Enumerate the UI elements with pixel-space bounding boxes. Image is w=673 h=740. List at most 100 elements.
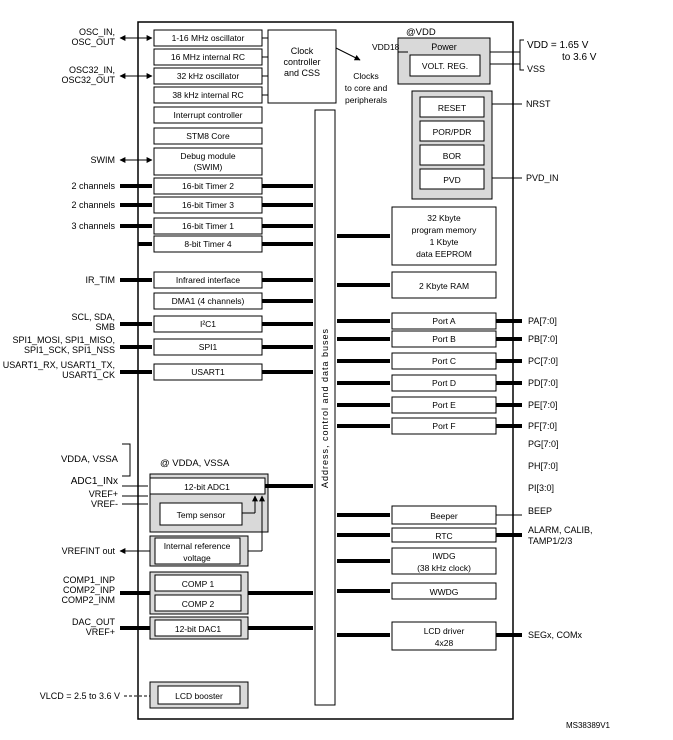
label-flash-1: 32 Kbyte [427, 213, 461, 223]
pin-pvd-in: PVD_IN [526, 173, 559, 183]
pin-swim: SWIM [91, 155, 116, 165]
block-temp [159, 502, 243, 526]
label-flash-4: data EEPROM [416, 249, 472, 259]
block-interrupt [153, 106, 263, 124]
pin-vref-plus: VREF+ [89, 489, 118, 499]
label-stm8: STM8 Core [186, 131, 230, 141]
label-clocks-3: peripherals [345, 95, 387, 105]
block-stm8 [153, 127, 263, 145]
pin-port: PE[7:0] [528, 400, 558, 410]
pin-adc-in: ADC1_INx [71, 476, 118, 487]
label-vss: VSS [527, 64, 545, 74]
label-lcd-driver-1: LCD driver [424, 626, 465, 636]
label-dac: 12-bit DAC1 [175, 624, 222, 634]
block-comp2 [154, 594, 242, 612]
label-at-vdd: @VDD [406, 27, 436, 38]
block-debug [153, 147, 263, 176]
block-flash [391, 206, 497, 266]
pin-i2c-2: SMB [95, 322, 115, 332]
label-timer: 16-bit Timer 1 [182, 221, 234, 231]
pin-comp1-inp: COMP1_INP [63, 575, 115, 585]
pin-osc-out: OSC_OUT [71, 37, 115, 47]
label-debug-2: (SWIM) [194, 162, 223, 172]
label-iref-1: Internal reference [164, 541, 231, 551]
power-bracket [519, 39, 524, 71]
label-hsi: 16 MHz internal RC [171, 52, 245, 62]
figure-id: MS38389V1 [566, 721, 611, 730]
block-por [419, 120, 485, 142]
label-port: Port D [432, 378, 456, 388]
label-vdd-range-1: VDD = 1.65 V [527, 40, 589, 51]
label-vlcd: VLCD = 2.5 to 3.6 V [40, 691, 120, 701]
label-interrupt: Interrupt controller [174, 110, 243, 120]
label-power: Power [431, 42, 457, 52]
pin-port: PC[7:0] [528, 356, 558, 366]
block-pvd [419, 168, 485, 190]
label-lcd-driver-2: 4x28 [435, 638, 454, 648]
block-iref [154, 537, 241, 565]
label-pvd: PVD [443, 175, 460, 185]
pin-pi: PI[3:0] [528, 483, 554, 493]
pin-comp2-inm: COMP2_INM [61, 595, 115, 605]
label-clocks-1: Clocks [353, 71, 379, 81]
pin-port: PD[7:0] [528, 378, 558, 388]
label-vdda-vssa: VDDA, VSSA [61, 454, 119, 465]
label-flash-2: program memory [412, 225, 477, 235]
pin-rtc-2: TAMP1/2/3 [528, 536, 572, 546]
label-reset: RESET [438, 103, 466, 113]
pin-dac-vref: VREF+ [86, 627, 115, 637]
label-timer: 16-bit Timer 2 [182, 181, 234, 191]
label-comp2: COMP 2 [182, 599, 215, 609]
label-lsi: 38 kHz internal RC [172, 90, 243, 100]
label-port: Port E [432, 400, 456, 410]
pin-port: PF[7:0] [528, 421, 557, 431]
label-css-2: controller [283, 57, 320, 67]
label-clocks-2: to core and [345, 83, 388, 93]
label-wwdg: WWDG [430, 587, 459, 597]
pin-beep: BEEP [528, 506, 552, 516]
pin-timer-channels: 2 channels [71, 200, 115, 210]
pin-nrst: NRST [526, 99, 551, 109]
label-spi: SPI1 [199, 342, 218, 352]
pin-ph: PH[7:0] [528, 461, 558, 471]
label-dma: DMA1 (4 channels) [172, 296, 245, 306]
block-lcd-booster [157, 685, 241, 705]
pin-vrefint: VREFINT out [62, 546, 116, 556]
block-clock-css [267, 29, 337, 104]
label-iwdg-1: IWDG [432, 551, 455, 561]
label-rtc: RTC [435, 531, 452, 541]
label-ram: 2 Kbyte RAM [419, 281, 469, 291]
label-css-1: Clock [291, 46, 314, 56]
label-timer: 8-bit Timer 4 [184, 239, 232, 249]
pin-port: PA[7:0] [528, 316, 557, 326]
pin-seg-com: SEGx, COMx [528, 630, 583, 640]
label-timer: 16-bit Timer 3 [182, 200, 234, 210]
pin-i2c-1: SCL, SDA, [71, 312, 115, 322]
pin-timer-channels: 3 channels [71, 221, 115, 231]
pin-pg: PG[7:0] [528, 439, 559, 449]
label-usart: USART1 [191, 367, 225, 377]
block-lcd-driver [391, 621, 497, 651]
label-vdd18: VDD18 [372, 42, 400, 52]
label-lcd-booster: LCD booster [175, 691, 223, 701]
pin-vref-minus: VREF- [91, 499, 118, 509]
label-port: Port A [432, 316, 455, 326]
pin-usart-2: USART1_CK [62, 370, 115, 380]
pin-usart-1: USART1_RX, USART1_TX, [3, 360, 115, 370]
label-comp1: COMP 1 [182, 579, 215, 589]
block-wwdg [391, 582, 497, 600]
block-comp1 [154, 574, 242, 592]
label-css-3: and CSS [284, 68, 320, 78]
label-temp: Temp sensor [177, 510, 226, 520]
label-ir: Infrared interface [176, 275, 241, 285]
block-ram [391, 271, 497, 299]
vdda-bracket [122, 443, 131, 477]
label-iwdg-2: (38 kHz clock) [417, 563, 471, 573]
pin-comp2-inp: COMP2_INP [63, 585, 115, 595]
clocks-arrow [335, 47, 361, 61]
block-volt-reg [409, 54, 481, 77]
label-osc-1-16: 1-16 MHz oscillator [172, 33, 245, 43]
label-iref-2: voltage [183, 553, 211, 563]
